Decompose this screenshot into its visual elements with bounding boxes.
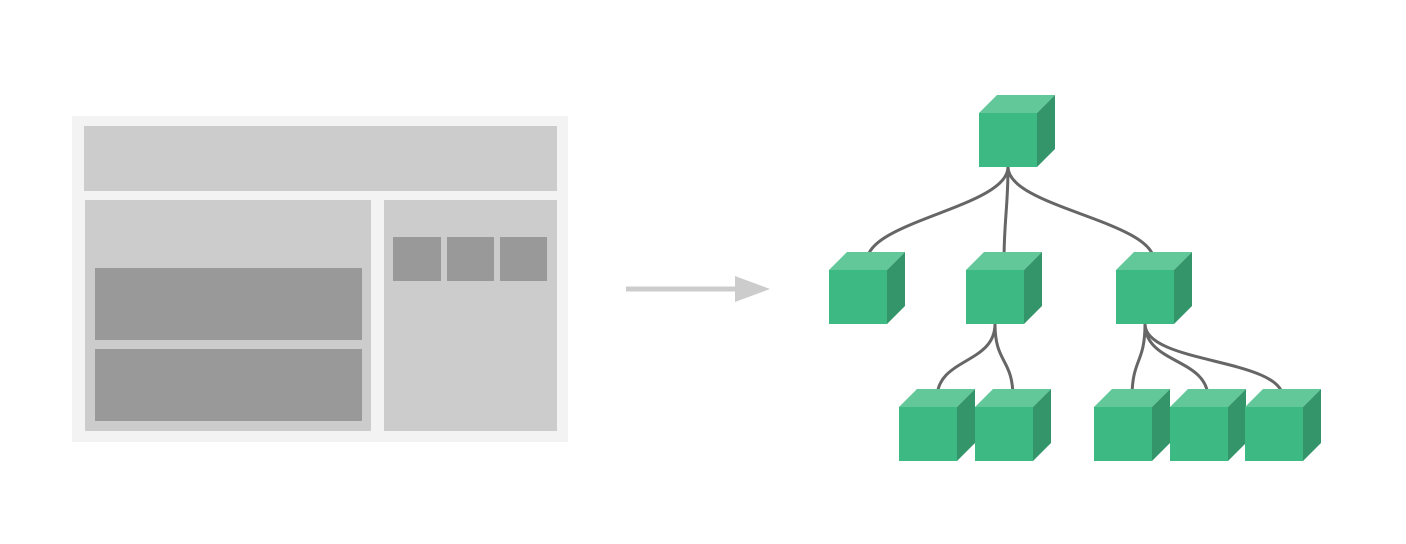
tree-edge — [935, 322, 997, 400]
cube-side-face — [887, 252, 905, 324]
page-layout-wireframe-icon — [72, 116, 568, 442]
cube-top-face — [1116, 252, 1192, 270]
cube-side-face — [1033, 389, 1051, 461]
cube-top-face — [979, 95, 1055, 113]
component-cube-icon — [1170, 389, 1246, 461]
wireframe-content-block — [95, 349, 362, 421]
cube-side-face — [1152, 389, 1170, 461]
cube-side-face — [1024, 252, 1042, 324]
component-cube-icon — [1245, 389, 1321, 461]
cube-top-face — [899, 389, 975, 407]
component-cube-icon — [829, 252, 905, 324]
cube-front-face — [1116, 270, 1174, 324]
component-cube-icon — [979, 95, 1055, 167]
cube-top-face — [829, 252, 905, 270]
cube-side-face — [1303, 389, 1321, 461]
cube-side-face — [1174, 252, 1192, 324]
tree-edge — [993, 322, 1015, 400]
wireframe-side-item — [500, 237, 547, 281]
tree-edge — [1143, 322, 1285, 400]
tree-edges — [865, 165, 1285, 400]
component-cube-icon — [1094, 389, 1170, 461]
cube-front-face — [899, 407, 957, 461]
tree-edge — [1002, 165, 1010, 263]
wireframe-header — [84, 126, 557, 191]
arrow-right-icon — [626, 276, 770, 302]
cube-front-face — [1094, 407, 1152, 461]
cube-top-face — [1094, 389, 1170, 407]
wireframe-side-item — [447, 237, 494, 281]
component-cube-icon — [899, 389, 975, 461]
cube-side-face — [1228, 389, 1246, 461]
cube-top-face — [1170, 389, 1246, 407]
component-cube-icon — [966, 252, 1042, 324]
cube-front-face — [1170, 407, 1228, 461]
tree-edge — [1143, 322, 1210, 400]
component-cube-icon — [975, 389, 1051, 461]
wireframe-side-item — [393, 237, 441, 281]
tree-nodes — [829, 95, 1321, 461]
wireframe-content-block — [95, 268, 362, 340]
cube-front-face — [975, 407, 1033, 461]
tree-edge — [865, 165, 1010, 263]
cube-front-face — [979, 113, 1037, 167]
wireframe-side-panel — [384, 200, 557, 431]
arrow-head — [735, 276, 770, 302]
cube-top-face — [966, 252, 1042, 270]
cube-top-face — [975, 389, 1051, 407]
cube-top-face — [1245, 389, 1321, 407]
cube-front-face — [1245, 407, 1303, 461]
cube-side-face — [957, 389, 975, 461]
cube-side-face — [1037, 95, 1055, 167]
tree-edge — [1130, 322, 1147, 400]
component-cube-icon — [1116, 252, 1192, 324]
tree-edge — [1006, 165, 1156, 263]
cube-front-face — [829, 270, 887, 324]
cube-front-face — [966, 270, 1024, 324]
